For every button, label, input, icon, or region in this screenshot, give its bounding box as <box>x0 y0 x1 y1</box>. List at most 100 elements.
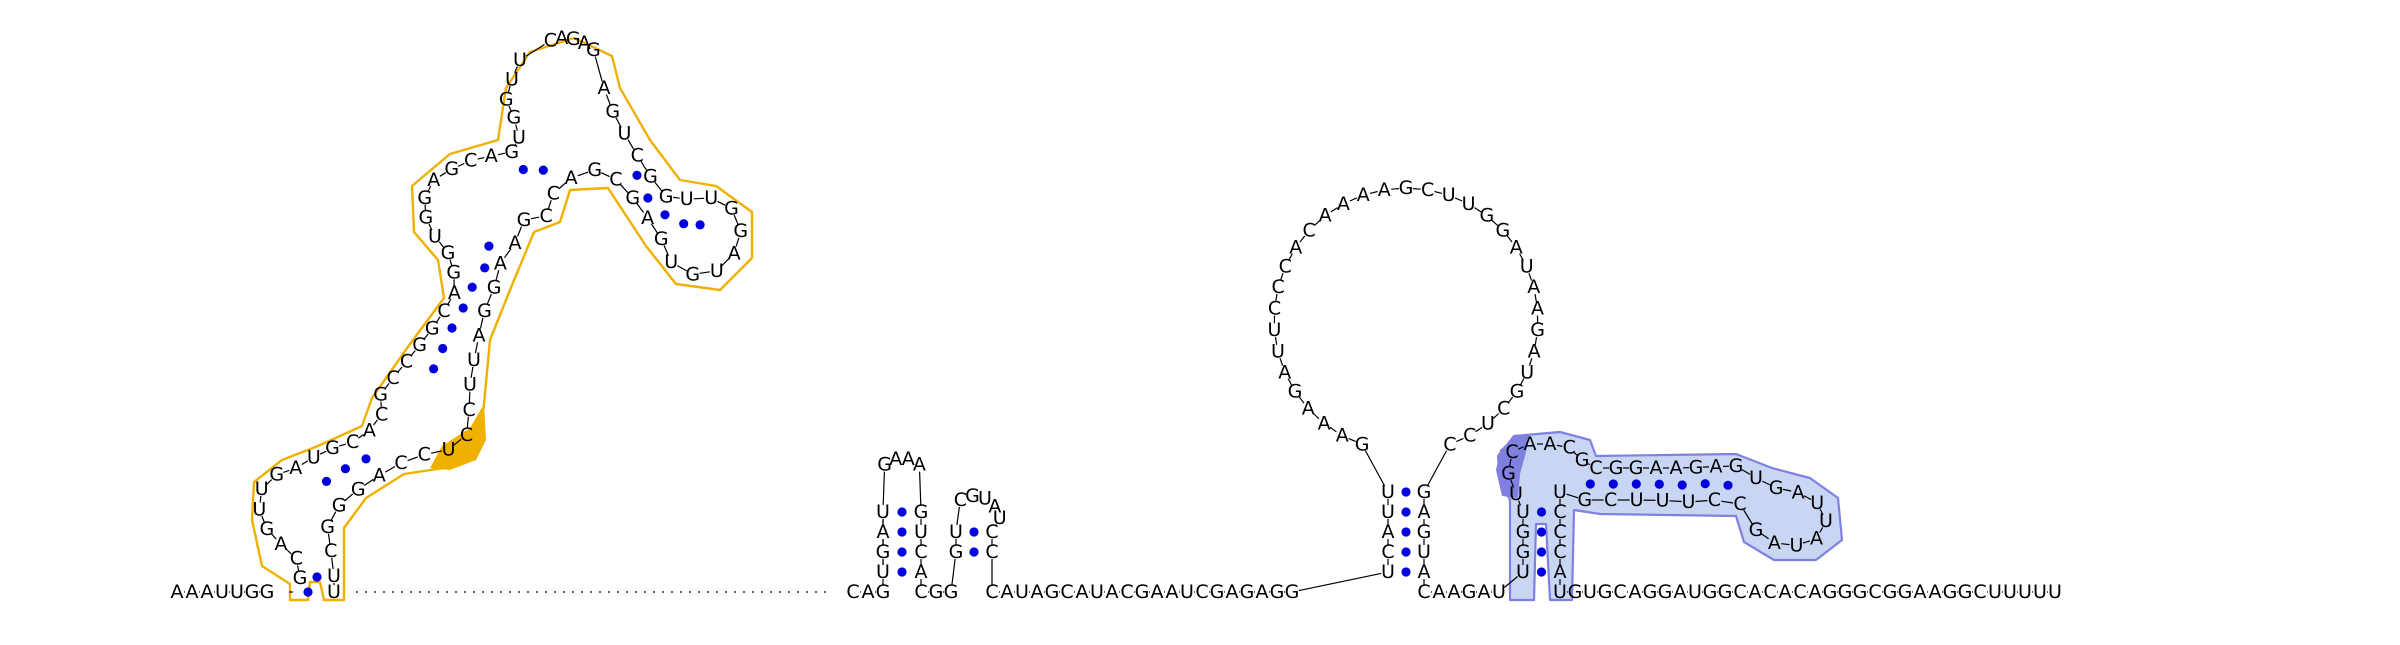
gold-domain-nucleotide: C <box>464 150 477 172</box>
gold-domain-nucleotide: U <box>463 374 477 396</box>
backbone-link <box>358 434 365 439</box>
gold-domain-loop-nucleotide: A <box>578 32 591 54</box>
backbone-link <box>594 56 603 82</box>
blue-domain-nucleotide: A <box>1524 433 1537 455</box>
backbone-link <box>271 533 277 540</box>
backbone-nucleotide: U <box>2003 581 2017 603</box>
blue-domain-loop-nucleotide: U <box>1749 467 1763 489</box>
big-hairpin-loop-nucleotide: G <box>1510 381 1525 403</box>
backbone-nucleotide: A <box>1001 581 1014 603</box>
blue-domain-nucleotide: A <box>1650 457 1663 479</box>
hairpin1-nucleotide: G <box>876 541 891 563</box>
backbone-nucleotide: G <box>1598 581 1613 603</box>
big-hairpin-loop-nucleotide: G <box>1399 177 1414 199</box>
backbone-link <box>547 200 552 210</box>
backbone-nucleotide: A <box>1151 581 1164 603</box>
blue-domain-loop-nucleotide: A <box>1792 481 1805 503</box>
blue-domain-nucleotide: G <box>1577 489 1592 511</box>
gold-domain-nucleotide: G <box>412 334 427 356</box>
backbone-link <box>1287 378 1293 386</box>
backbone-link <box>1802 540 1811 544</box>
backbone-link <box>397 366 403 373</box>
big-hairpin-loop-nucleotide: G <box>1480 205 1495 227</box>
blue-domain-loop-nucleotide: G <box>1749 519 1764 541</box>
backbone-link <box>1364 450 1386 487</box>
gold-domain-nucleotide: C <box>460 424 473 446</box>
backbone-link <box>1349 197 1358 202</box>
big-hairpin-loop-nucleotide: U <box>1462 193 1476 215</box>
backbone-link <box>384 383 390 390</box>
backbone-nucleotide: C <box>1763 581 1776 603</box>
backbone-link <box>1587 463 1591 466</box>
hairpin1-nucleotide: C <box>914 541 927 563</box>
backbone-nucleotide: G <box>1568 581 1583 603</box>
backbone-link <box>407 456 418 462</box>
backbone-link <box>1369 190 1378 194</box>
gold-domain-nucleotide: A <box>473 324 486 346</box>
hairpin1-loop-nucleotide: G <box>877 454 892 476</box>
base-pair-dots <box>303 164 1733 597</box>
big-hairpin-nucleotide: U <box>1381 481 1395 503</box>
blue-domain-highlight-nucleotide: G <box>1501 462 1516 484</box>
backbone-nucleotide: G <box>1958 581 1973 603</box>
blue-domain-loop-nucleotide: U <box>1810 492 1824 514</box>
big-hairpin-nucleotide: G <box>1417 481 1432 503</box>
gold-domain-nucleotide: G <box>419 207 434 229</box>
gold-domain-nucleotide: G <box>446 261 461 283</box>
backbone-link <box>427 185 432 192</box>
backbone-nucleotide: U <box>1090 581 1104 603</box>
backbone-link <box>1298 396 1305 404</box>
blue-domain-nucleotide: A <box>1710 456 1723 478</box>
base-pair-dot <box>1536 547 1547 557</box>
big-hairpin-loop-nucleotide: U <box>1271 341 1285 363</box>
gold-domain-nucleotide: U <box>664 251 678 273</box>
backbone-link <box>1434 190 1443 194</box>
backbone-link <box>474 342 479 354</box>
backbone-link <box>1279 358 1284 366</box>
gold-domain-nucleotide: G <box>293 567 308 589</box>
backbone-link <box>363 478 374 487</box>
backbone-link <box>1507 396 1514 404</box>
backbone-nucleotide: G <box>1853 581 1868 603</box>
big-hairpin-loop-nucleotide: A <box>1278 361 1291 383</box>
gold-domain-outline <box>250 36 754 602</box>
backbone-nucleotide: C <box>1973 581 1986 603</box>
backbone-link <box>486 293 492 305</box>
backbone-link <box>297 565 300 572</box>
hairpin1-nucleotide: A <box>915 561 928 583</box>
blue-domain-nucleotide: A <box>1554 561 1567 583</box>
backbone-nucleotide: A <box>1929 581 1942 603</box>
base-pair-dot <box>447 323 457 333</box>
big-hairpin-loop-nucleotide: U <box>1442 184 1456 206</box>
backbone-nucleotide: U <box>215 581 229 603</box>
backbone-nucleotide: A <box>1031 581 1044 603</box>
gold-domain-nucleotide: A <box>485 145 498 167</box>
backbone-nucleotide: U <box>1015 581 1029 603</box>
big-hairpin-loop-nucleotide: C <box>1497 398 1510 420</box>
blue-domain-nucleotide: G <box>1516 541 1531 563</box>
gold-domain-nucleotide: A <box>565 167 578 189</box>
gold-domain-nucleotide: C <box>375 403 388 425</box>
backbone-nucleotide: A <box>201 581 214 603</box>
backbone-link <box>339 443 347 447</box>
big-hairpin-nucleotide: U <box>1417 541 1431 563</box>
backbone-link <box>515 124 518 131</box>
backbone-link <box>430 450 442 454</box>
base-pair-dot <box>969 527 979 537</box>
gold-domain-nucleotide: U <box>307 446 321 468</box>
big-hairpin-loop-nucleotide: A <box>1336 425 1349 447</box>
backbone-link <box>1492 413 1500 420</box>
base-pair-dot <box>660 210 670 220</box>
gold-domain-nucleotide: C <box>346 431 359 453</box>
backbone-link <box>497 152 506 156</box>
backbone-link <box>654 181 663 192</box>
backbone-link <box>699 271 710 274</box>
backbone-nucleotide: C <box>1417 581 1430 603</box>
base-pair-dot <box>1536 567 1547 577</box>
gold-domain-nucleotide: C <box>462 399 475 421</box>
gold-domain-nucleotide: C <box>324 540 337 562</box>
backbone-nucleotide: A <box>1256 581 1269 603</box>
backbone-link <box>1573 452 1578 456</box>
backbone-nucleotide: A <box>1629 581 1642 603</box>
backbone-link <box>477 157 485 160</box>
